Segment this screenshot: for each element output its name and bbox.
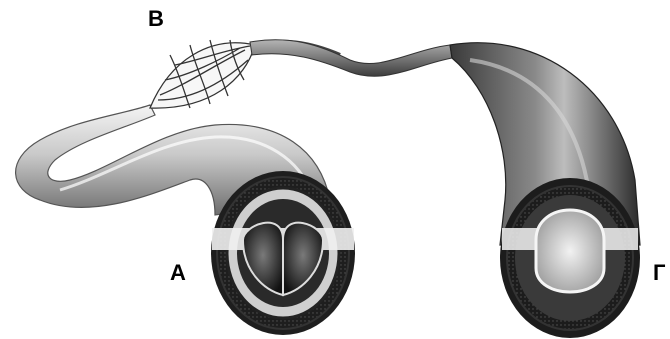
label-artery: А	[170, 262, 186, 284]
artery-cross-section	[211, 171, 355, 335]
label-vein: Г	[653, 262, 665, 284]
venule	[250, 40, 452, 77]
label-capillaries: В	[148, 8, 164, 30]
vein-cross-section	[500, 178, 640, 338]
